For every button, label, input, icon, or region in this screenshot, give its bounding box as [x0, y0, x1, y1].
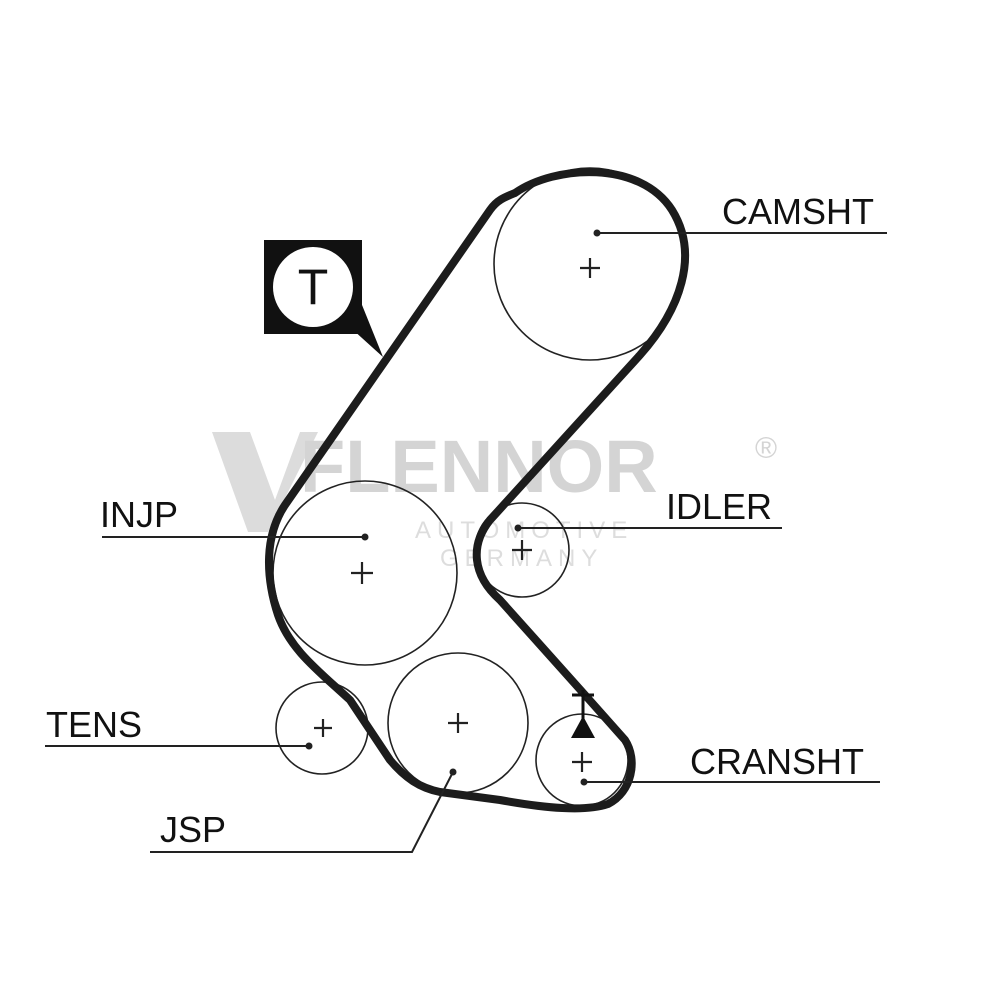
label-tensioner: TENS	[46, 704, 142, 745]
idler-leader-dot	[514, 524, 522, 532]
timing-mark	[571, 690, 595, 738]
label-camshaft: CAMSHT	[722, 191, 874, 232]
center-crosses	[314, 258, 600, 772]
badge-letter: T	[298, 259, 329, 315]
jsp-leader	[150, 771, 454, 853]
tensioner-leader-dot	[305, 742, 313, 750]
crankshaft-leader-dot	[580, 778, 588, 786]
injection-pump-leader-dot	[361, 533, 369, 541]
timing-belt	[264, 168, 689, 813]
watermark-brand: FLENNOR	[300, 425, 658, 508]
idler-center-cross	[512, 540, 532, 560]
watermark-subtitle-1: AUTOMOTIVE	[415, 517, 633, 544]
label-crankshaft: CRANSHT	[690, 741, 864, 782]
watermark-registered-mark: ®	[755, 432, 777, 465]
timing-badge: T	[264, 240, 383, 357]
camshaft-leader-dot	[593, 229, 601, 237]
badge-circle	[273, 247, 353, 327]
tensioner-center-cross	[314, 719, 332, 737]
watermark-logo-mark	[212, 432, 318, 532]
leaders	[45, 229, 887, 853]
crankshaft-center-cross	[572, 752, 592, 772]
label-idler: IDLER	[666, 486, 772, 527]
camshaft-center-cross	[580, 258, 600, 278]
watermark: FLENNOR ® AUTOMOTIVE GERMANY	[212, 425, 777, 572]
jsp-leader-dot	[449, 768, 457, 776]
timing-mark-arrow-icon	[571, 716, 595, 738]
label-jsp: JSP	[160, 809, 226, 850]
jsp-center-cross	[448, 713, 468, 733]
injection-pump-center-cross	[351, 562, 373, 584]
label-injection-pump: INJP	[100, 494, 178, 535]
